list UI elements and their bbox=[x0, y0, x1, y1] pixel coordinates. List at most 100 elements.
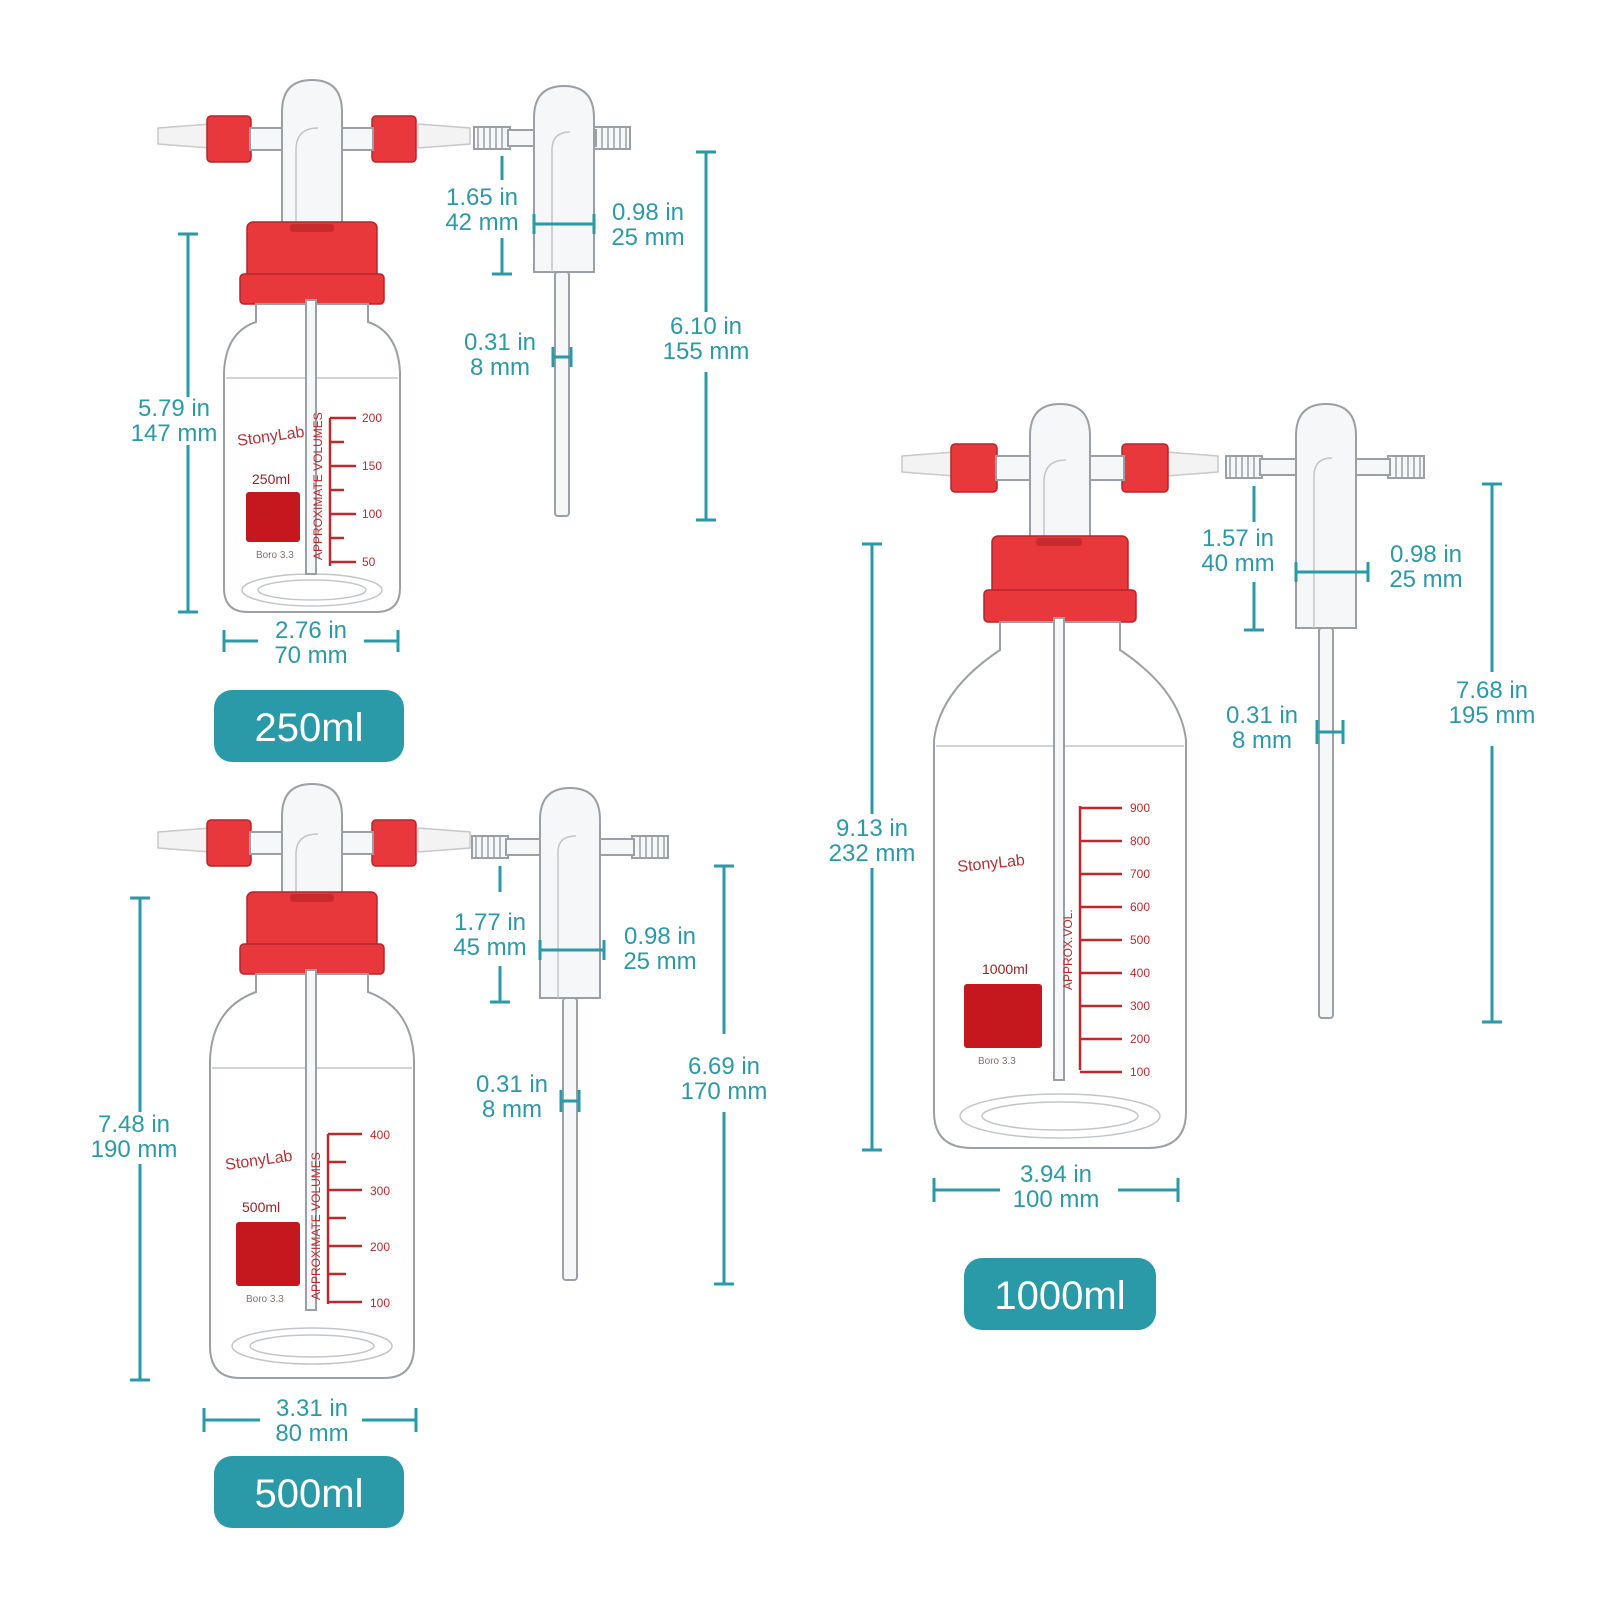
hose-nozzle-left bbox=[157, 123, 211, 149]
threaded-end-right bbox=[631, 835, 669, 859]
length-in: 6.69 in bbox=[688, 1053, 760, 1080]
threaded-end-left bbox=[1225, 455, 1263, 479]
head-mm: 40 mm bbox=[1201, 550, 1274, 577]
graduation-label: 100 bbox=[1130, 1065, 1150, 1079]
graduation-label: 100 bbox=[370, 1296, 390, 1310]
tube-stem bbox=[1318, 627, 1334, 1019]
width-mm: 80 mm bbox=[275, 1420, 348, 1447]
tube-head bbox=[281, 78, 343, 226]
graduation-label: 100 bbox=[362, 507, 382, 521]
hose-nozzle-left bbox=[901, 451, 955, 477]
head-mm: 42 mm bbox=[445, 209, 518, 236]
hose-nozzle-right bbox=[1165, 451, 1219, 477]
outer-mm: 25 mm bbox=[623, 948, 696, 975]
graduation-label: 300 bbox=[370, 1184, 390, 1198]
bottle-250ml: 200 150 100 50 APPROXIMATE VOLUMES Stony… bbox=[157, 78, 471, 613]
head-in: 1.77 in bbox=[454, 909, 526, 936]
gas-tube-250ml bbox=[473, 84, 631, 517]
side-cap-left bbox=[950, 443, 998, 493]
bottle-500ml: 400 300 200 100 APPROXIMATE VOLUMES Ston… bbox=[157, 782, 471, 1379]
graduation-label: 150 bbox=[362, 459, 382, 473]
head-in: 1.57 in bbox=[1202, 525, 1274, 552]
threaded-end-left bbox=[473, 126, 511, 150]
graduation-label: 700 bbox=[1130, 867, 1150, 881]
outer-in: 0.98 in bbox=[1390, 541, 1462, 568]
badge-label: 500ml bbox=[255, 1472, 364, 1516]
badge-250ml: 250ml bbox=[214, 690, 404, 762]
height-mm: 232 mm bbox=[829, 840, 916, 867]
outer-mm: 25 mm bbox=[611, 224, 684, 251]
length-mm: 155 mm bbox=[663, 338, 750, 365]
volume-label: 250ml bbox=[252, 471, 290, 487]
glass-mark: Boro 3.3 bbox=[246, 1294, 284, 1305]
length-in: 7.68 in bbox=[1456, 677, 1528, 704]
stem-mm: 8 mm bbox=[482, 1096, 542, 1123]
hose-nozzle-right bbox=[417, 827, 471, 853]
writing-patch bbox=[246, 492, 300, 542]
tube-head bbox=[1295, 402, 1357, 629]
length-mm: 195 mm bbox=[1449, 702, 1536, 729]
threaded-end-right bbox=[593, 126, 631, 150]
graduation-label: 900 bbox=[1130, 801, 1150, 815]
height-in: 9.13 in bbox=[836, 815, 908, 842]
badge-1000ml: 1000ml bbox=[964, 1258, 1156, 1330]
head-in: 1.65 in bbox=[446, 184, 518, 211]
hose-nozzle-right bbox=[417, 123, 471, 149]
graduation-label: 300 bbox=[1130, 999, 1150, 1013]
brand-logo: StonyLab bbox=[957, 852, 1026, 876]
gas-tube-500ml bbox=[471, 786, 669, 1281]
width-mm: 70 mm bbox=[274, 642, 347, 669]
threaded-end-left bbox=[471, 835, 509, 859]
writing-patch bbox=[236, 1222, 300, 1286]
dimensions-500ml: 7.48 in 190 mm 3.31 in 80 mm 1.77 in 45 … bbox=[91, 864, 768, 1447]
graduation-label: 600 bbox=[1130, 900, 1150, 914]
volume-label: 1000ml bbox=[982, 961, 1028, 977]
badge-500ml: 500ml bbox=[214, 1456, 404, 1528]
side-cap-right bbox=[371, 819, 417, 867]
head-mm: 45 mm bbox=[453, 934, 526, 961]
tube-stem bbox=[562, 997, 578, 1281]
approx-volumes-mark: APPROXIMATE VOLUMES bbox=[309, 1152, 323, 1300]
width-in: 3.94 in bbox=[1020, 1161, 1092, 1188]
side-cap-left bbox=[206, 819, 252, 867]
graduation-label: 400 bbox=[1130, 966, 1150, 980]
graduation-label: 200 bbox=[370, 1240, 390, 1254]
stem-in: 0.31 in bbox=[476, 1071, 548, 1098]
stem-in: 0.31 in bbox=[464, 329, 536, 356]
width-mm: 100 mm bbox=[1013, 1186, 1100, 1213]
side-cap-right bbox=[371, 115, 417, 163]
approx-vol-mark: APPROX.VOL. bbox=[1061, 909, 1075, 990]
graduation-label: 400 bbox=[370, 1128, 390, 1142]
graduation-label: 200 bbox=[1130, 1032, 1150, 1046]
badge-label: 1000ml bbox=[994, 1274, 1125, 1318]
tube-stem bbox=[554, 271, 570, 517]
tube-head bbox=[533, 84, 595, 273]
approx-volumes-mark: APPROXIMATE VOLUMES bbox=[311, 412, 325, 560]
stem-in: 0.31 in bbox=[1226, 702, 1298, 729]
inner-tube bbox=[305, 299, 317, 575]
graduation-label: 800 bbox=[1130, 834, 1150, 848]
height-in: 5.79 in bbox=[138, 395, 210, 422]
tube-head bbox=[539, 786, 601, 999]
height-in: 7.48 in bbox=[98, 1111, 170, 1138]
graduation-label: 50 bbox=[362, 555, 376, 569]
side-cap-right bbox=[1121, 443, 1169, 493]
dimensions-1000ml: 9.13 in 232 mm 3.94 in 100 mm 1.57 in 40… bbox=[829, 482, 1536, 1213]
length-in: 6.10 in bbox=[670, 313, 742, 340]
width-in: 2.76 in bbox=[275, 617, 347, 644]
outer-in: 0.98 in bbox=[612, 199, 684, 226]
stem-mm: 8 mm bbox=[470, 354, 530, 381]
volume-label: 500ml bbox=[242, 1199, 280, 1215]
inner-tube bbox=[305, 969, 317, 1311]
length-mm: 170 mm bbox=[681, 1078, 768, 1105]
graduation-label: 500 bbox=[1130, 933, 1150, 947]
hose-nozzle-left bbox=[157, 827, 211, 853]
dimensions-250ml: 5.79 in 147 mm 2.76 in 70 mm 1.65 in 42 … bbox=[131, 150, 750, 669]
threaded-end-right bbox=[1387, 455, 1425, 479]
glass-mark: Boro 3.3 bbox=[256, 550, 294, 561]
writing-patch bbox=[964, 984, 1042, 1048]
graduation-label: 200 bbox=[362, 411, 382, 425]
stem-mm: 8 mm bbox=[1232, 727, 1292, 754]
tube-head bbox=[1029, 402, 1091, 539]
